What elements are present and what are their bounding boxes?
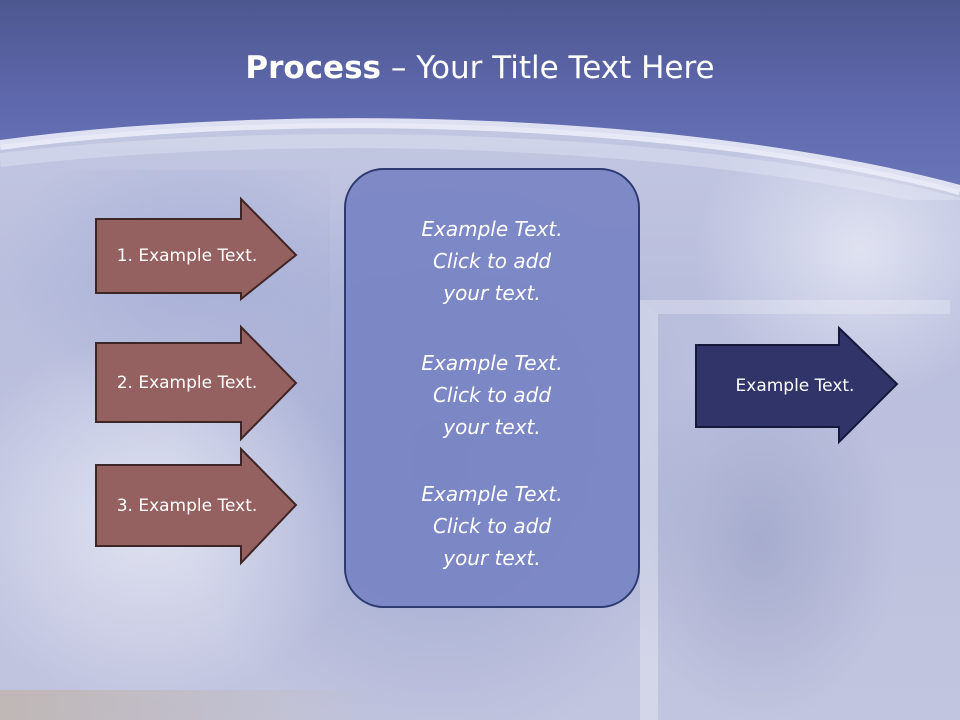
output-arrow-label: Example Text. [735, 376, 855, 396]
title-bold: Process [245, 50, 381, 86]
page-title: Process – Your Title Text Here [0, 50, 960, 86]
input-arrow-1[interactable] [95, 196, 301, 302]
input-arrow-2-label: 2. Example Text. [116, 372, 258, 393]
input-arrow-3-label: 3. Example Text. [116, 495, 258, 516]
header-soft-curve [0, 134, 960, 200]
center-paragraph-1: Example Text. Click to add your text. [421, 217, 563, 305]
title-rest: – Your Title Text Here [381, 50, 715, 86]
header-white-curve [0, 118, 960, 195]
header-band [0, 0, 960, 200]
output-arrow[interactable] [695, 325, 901, 445]
input-arrow-1-label: 1. Example Text. [116, 246, 258, 266]
center-process-box[interactable] [344, 168, 640, 608]
center-paragraph-2: Example Text. Click to add your text. [421, 351, 563, 439]
input-arrow-3[interactable] [95, 446, 301, 566]
center-paragraph-3: Example Text. Click to add your text. [421, 482, 563, 570]
background-frame [640, 300, 950, 720]
input-arrow-2[interactable] [95, 324, 301, 442]
background-floor [0, 690, 960, 720]
